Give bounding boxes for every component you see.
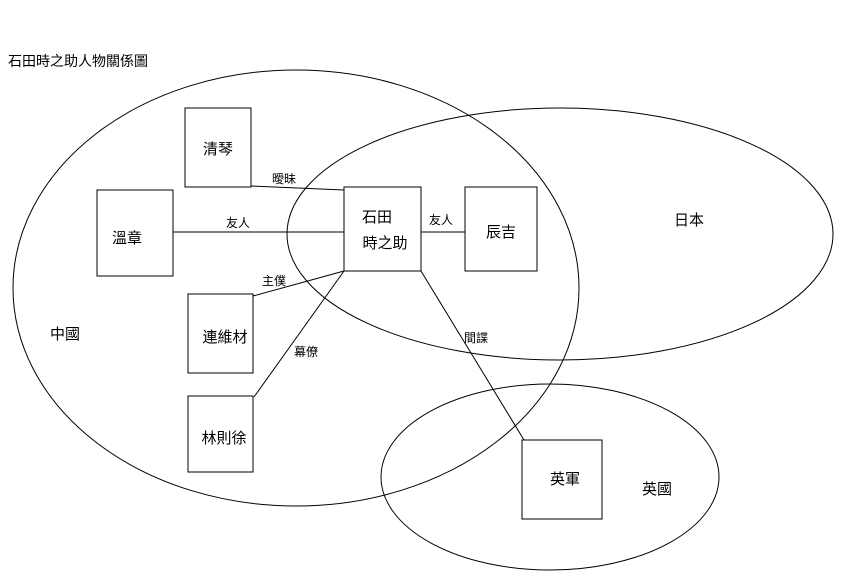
node-lianweicai-box — [187, 293, 254, 374]
edge-lianweicai-ishida — [252, 270, 345, 297]
edge-label-friend-wenzhang: 友人 — [226, 216, 250, 230]
edge-label-master-servant: 主僕 — [262, 274, 286, 288]
edge-linzexu-ishida — [253, 270, 345, 398]
region-china-label: 中國 — [50, 325, 80, 343]
edge-ishida-british-army — [420, 270, 525, 441]
edge-label-staff: 幕僚 — [294, 344, 318, 359]
edge-label-friend-chenji: 友人 — [429, 213, 453, 227]
edge-label-spy: 間諜 — [464, 331, 488, 345]
node-ishida-label-line1: 石田 — [362, 208, 392, 226]
diagram-title: 石田時之助人物關係圖 — [8, 54, 148, 70]
node-ishida-label-line2: 時之助 — [362, 234, 407, 252]
node-british-army-label: 英軍 — [550, 470, 580, 488]
node-wenzhang-box — [96, 189, 174, 277]
region-britain-label: 英國 — [642, 480, 672, 498]
edge-label-ambiguous: 曖昧 — [272, 172, 296, 186]
node-lianweicai-label: 連維材 — [202, 328, 247, 346]
region-britain-ellipse — [380, 383, 720, 571]
region-china-ellipse — [12, 69, 580, 507]
node-british-army-box — [521, 439, 603, 520]
node-chenji-box — [464, 186, 538, 272]
edge-qingqin-ishida — [250, 185, 345, 191]
node-qingqin-label: 清琴 — [203, 140, 233, 158]
region-japan-label: 日本 — [674, 211, 704, 229]
node-qingqin-box — [184, 107, 252, 188]
node-chenji-label: 辰吉 — [486, 223, 516, 241]
node-wenzhang-label: 溫章 — [112, 229, 142, 247]
node-ishida-box — [343, 186, 422, 272]
node-linzexu-box — [187, 395, 254, 473]
region-japan-ellipse — [286, 107, 834, 361]
node-linzexu-label: 林則徐 — [201, 429, 246, 447]
